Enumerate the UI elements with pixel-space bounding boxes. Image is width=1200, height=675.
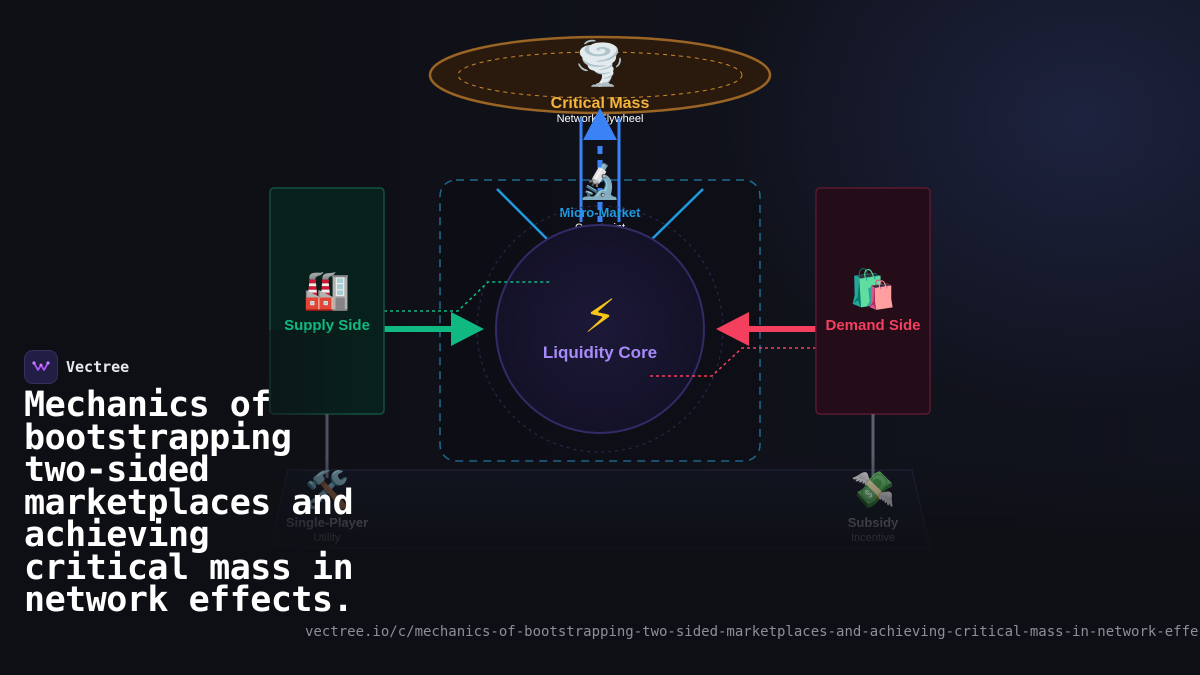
subsidy-title: Subsidy <box>848 515 899 530</box>
demand-side-title: Demand Side <box>825 317 920 334</box>
subsidy-node: 💸 Subsidy Incentive <box>848 470 899 544</box>
demand-dashed-link <box>650 347 816 377</box>
factory-icon: 🏭 <box>303 268 350 312</box>
critical-mass-title: Critical Mass <box>551 95 650 112</box>
microscope-icon: 🔬 <box>579 161 621 202</box>
page-title: Mechanics of bootstrapping two-sided mar… <box>24 385 354 620</box>
up-arrow-ladder <box>579 108 621 222</box>
base-platform <box>269 469 931 549</box>
funnel-line-left <box>496 188 553 245</box>
supply-side-node: 🏭 Supply Side <box>269 187 385 415</box>
brand: Vectree <box>24 350 129 384</box>
liquidity-core-title: Liquidity Core <box>543 343 657 362</box>
brand-name: Vectree <box>66 358 130 376</box>
tornado-icon: 🌪️ <box>574 38 626 89</box>
micro-market-title: Micro-Market <box>560 205 642 220</box>
vectree-logo-icon <box>24 350 58 384</box>
lightning-icon: ⚡ <box>584 289 616 343</box>
subsidy-subtitle: Incentive <box>851 532 895 544</box>
page-url: vectree.io/c/mechanics-of-bootstrapping-… <box>305 624 1200 640</box>
critical-mass-node: 🌪️ Critical Mass Network Flywheel <box>428 35 772 125</box>
liquidity-core-node: ⚡ Liquidity Core <box>476 205 724 453</box>
funnel-line-right <box>646 188 704 245</box>
supply-side-title: Supply Side <box>284 317 370 334</box>
supply-dashed-link <box>384 281 552 312</box>
demand-arrow <box>716 312 816 346</box>
supply-arrow <box>384 312 484 346</box>
shopping-bags-icon: 🛍️ <box>849 267 896 311</box>
money-wings-icon: 💸 <box>851 470 896 511</box>
demand-side-node: 🛍️ Demand Side <box>815 187 931 415</box>
